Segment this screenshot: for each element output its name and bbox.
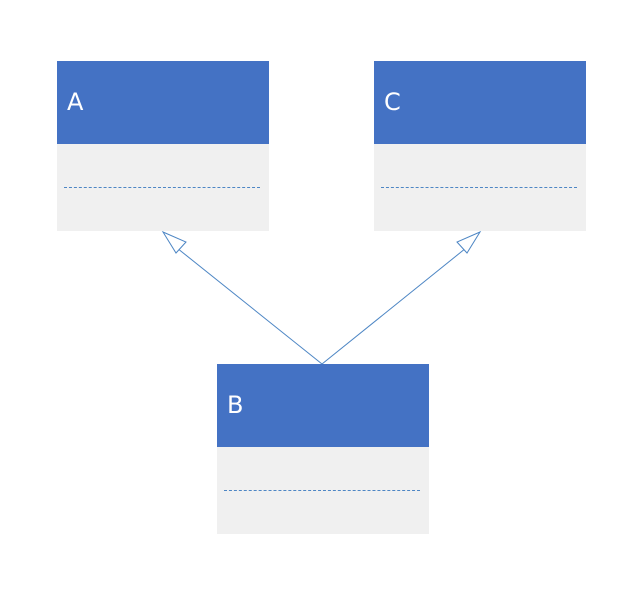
class-c-body	[374, 144, 586, 231]
class-b-header: B	[217, 364, 429, 447]
class-c[interactable]: C	[374, 61, 586, 231]
class-b-divider	[224, 490, 420, 491]
class-c-divider	[381, 187, 577, 188]
class-b-body	[217, 447, 429, 534]
class-a-header: A	[57, 61, 269, 144]
inheritance-arrow-b-to-a	[161, 230, 323, 365]
class-a-body	[57, 144, 269, 231]
class-b-name: B	[227, 391, 244, 419]
class-a-name: A	[67, 88, 84, 116]
inheritance-arrow-b-to-c	[321, 230, 482, 365]
class-b[interactable]: B	[217, 364, 429, 534]
class-c-name: C	[384, 88, 401, 116]
class-c-header: C	[374, 61, 586, 144]
class-a[interactable]: A	[57, 61, 269, 231]
class-a-divider	[64, 187, 260, 188]
